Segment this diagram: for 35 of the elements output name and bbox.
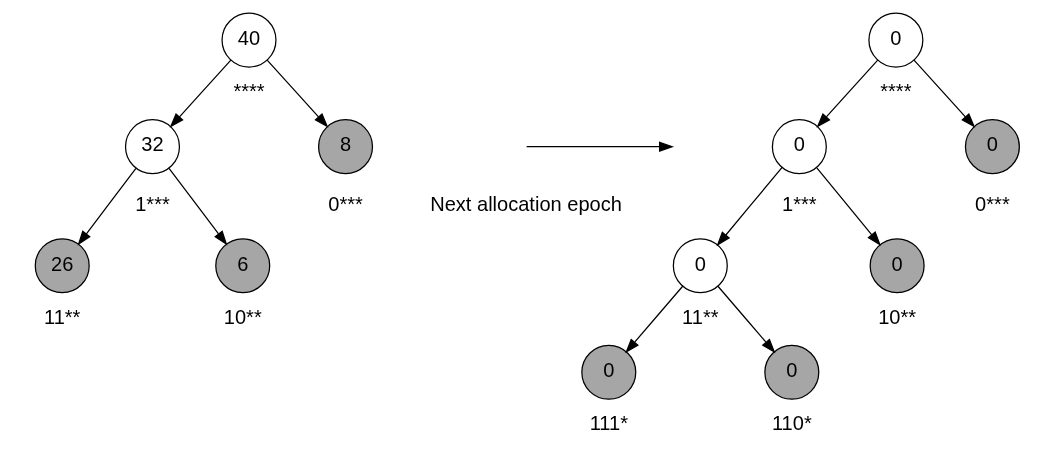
node-label: **** xyxy=(233,80,265,103)
node-circle: 6 xyxy=(215,238,271,294)
node-circle: 0 xyxy=(581,344,637,400)
arrow xyxy=(913,59,976,128)
arrow xyxy=(717,285,776,354)
node-circle: 0 xyxy=(869,238,925,294)
label: Next allocation epoch xyxy=(430,192,622,215)
node-label: 0*** xyxy=(328,192,363,215)
node-label: 0*** xyxy=(975,192,1010,215)
node-circle: 0 xyxy=(964,119,1020,175)
arrow xyxy=(816,167,881,247)
node-label: 10** xyxy=(223,305,262,328)
node-label: 10** xyxy=(878,305,917,328)
node-label: 1*** xyxy=(135,192,170,215)
node-label: 11** xyxy=(44,305,81,328)
node-label: 11** xyxy=(682,305,719,328)
node-circle: 8 xyxy=(317,119,374,175)
node-label: **** xyxy=(880,80,912,103)
arrow xyxy=(77,167,137,246)
arrow xyxy=(716,166,783,247)
node-label: 111* xyxy=(589,412,628,435)
arrow xyxy=(816,59,879,128)
node-circle: 0 xyxy=(771,119,827,175)
arrow xyxy=(625,285,684,354)
arrow xyxy=(266,59,329,128)
node-circle: 0 xyxy=(868,12,924,68)
arrow xyxy=(169,59,232,128)
node-label: 1*** xyxy=(782,192,817,215)
node-circle: 32 xyxy=(124,119,181,175)
node-circle: 40 xyxy=(221,12,277,68)
arrow xyxy=(168,167,228,246)
node-circle: 0 xyxy=(764,344,820,400)
node-circle: 26 xyxy=(34,238,90,294)
node-circle: 0 xyxy=(672,238,728,294)
node-label: 110* xyxy=(771,412,812,435)
